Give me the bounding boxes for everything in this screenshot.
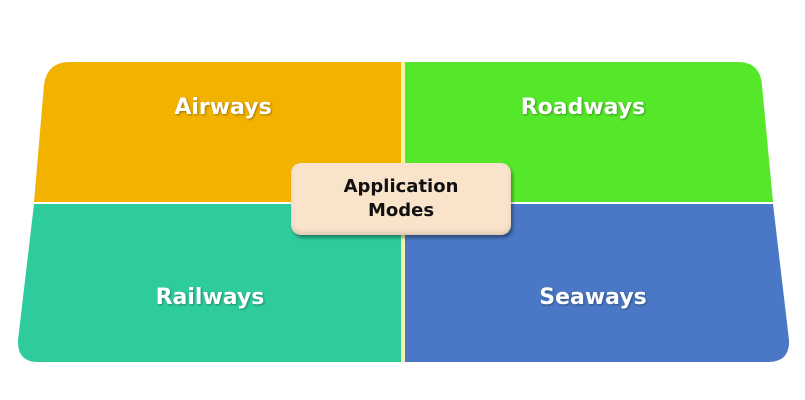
quadrant-label-seaways: Seaways xyxy=(539,285,647,310)
quadrant-label-railways: Railways xyxy=(155,285,265,310)
center-title-line2: Modes xyxy=(367,200,435,221)
center-box: Application Modes xyxy=(291,163,511,235)
railways-quadrant xyxy=(17,204,401,362)
center-title-line1: Application xyxy=(343,176,459,197)
seaways-quadrant xyxy=(405,204,790,362)
quadrant-label-airways: Airways xyxy=(174,95,272,120)
quadrant-label-roadways: Roadways xyxy=(520,95,646,120)
